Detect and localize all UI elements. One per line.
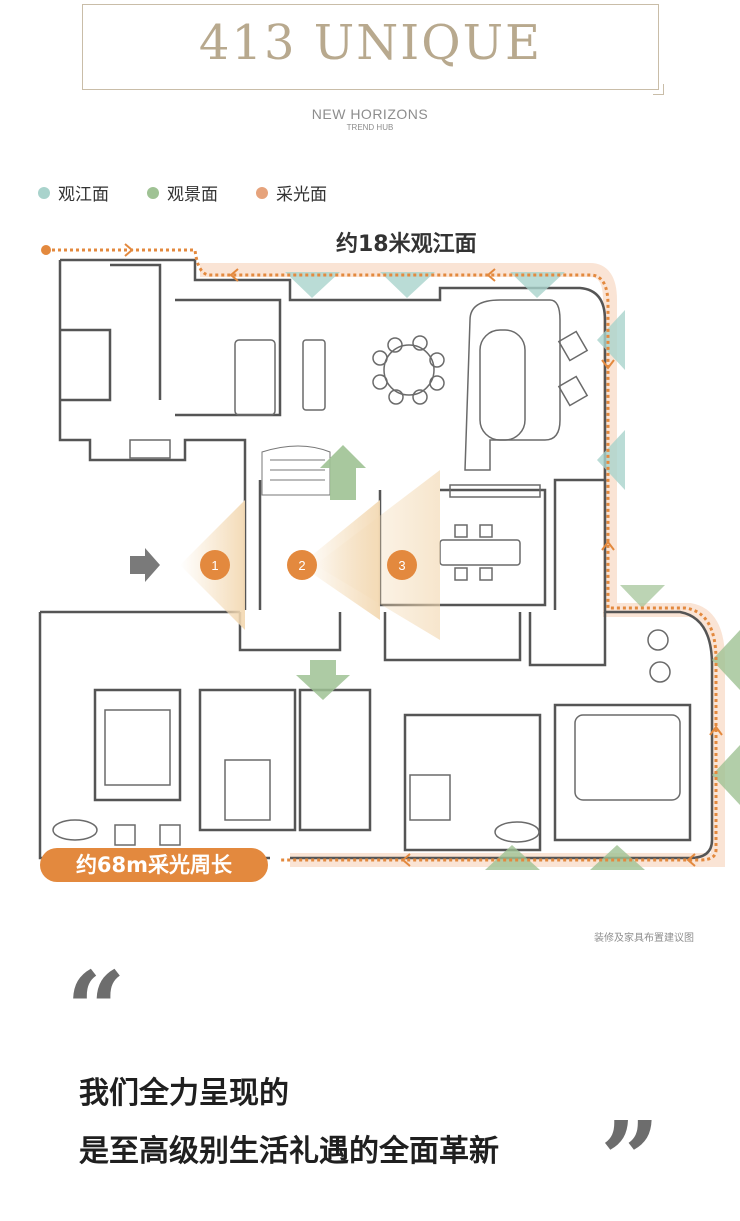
legend-item-river: 观江面: [38, 180, 109, 205]
staircase: [261, 445, 331, 496]
legend-item-daylight: 采光面: [256, 180, 327, 205]
legend-item-scenery: 观景面: [147, 180, 218, 205]
walls: [38, 258, 714, 860]
perimeter-start-dot: [41, 245, 51, 255]
marker-label: 2: [298, 558, 305, 573]
legend-label: 观江面: [58, 185, 109, 205]
quote-line-1: 我们全力呈现的: [79, 1076, 289, 1111]
marker-label: 3: [398, 558, 405, 573]
quote-line-2: 是至高级别生活礼遇的全面革新: [79, 1134, 499, 1169]
perimeter-line: [46, 248, 718, 862]
marker-1: 1: [200, 550, 230, 580]
marker-3: 3: [387, 550, 417, 580]
marker-label: 1: [211, 558, 218, 573]
river-view-label: 约18米观江面: [336, 232, 477, 257]
title-frame: 413 UNIQUE: [82, 4, 664, 95]
legend: 观江面 观景面 采光面: [38, 180, 327, 205]
perimeter-arrows: [124, 243, 723, 867]
brand-name: NEW HORIZONS: [311, 106, 429, 122]
scenery-arrows: [285, 272, 740, 870]
floor-plan: 1 2 3: [38, 243, 740, 870]
legend-dot-icon: [256, 186, 268, 199]
close-quote-icon: ”: [600, 1098, 660, 1221]
open-quote-icon: “: [66, 948, 126, 1071]
legend-dot-icon: [147, 186, 159, 199]
brand-logo: NEW HORIZONS TREND HUB: [0, 106, 740, 132]
legend-label: 观景面: [167, 185, 218, 205]
legend-label: 采光面: [276, 185, 327, 205]
entrance-arrow-icon: [130, 548, 160, 582]
page-title: 413 UNIQUE: [198, 15, 543, 71]
perimeter-label: 约68m采光周长: [40, 848, 268, 882]
marker-2: 2: [287, 550, 317, 580]
brand-subtitle: TREND HUB: [346, 123, 394, 132]
view-cone-3: [315, 470, 440, 640]
plan-note: 装修及家具布置建议图: [594, 933, 694, 944]
legend-dot-icon: [38, 186, 50, 199]
